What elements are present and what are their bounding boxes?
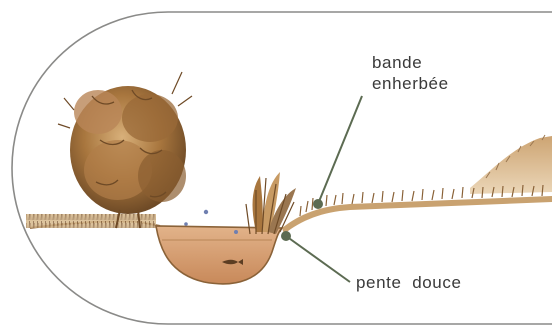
flower-dot	[234, 230, 238, 234]
distant-hill	[470, 136, 552, 194]
gentle-slope-label-text: pente douce	[356, 272, 462, 293]
leader-line-grass-strip	[318, 96, 362, 204]
flower-dot	[204, 210, 208, 214]
grass-strip-label-line1: bande	[372, 52, 449, 73]
bush-shrub-icon	[58, 72, 192, 228]
grass-strip-label: bande enherbée	[372, 52, 449, 94]
pond-basin	[156, 226, 282, 284]
grass-strip-ground	[282, 196, 552, 234]
leader-dot-gentle-slope	[281, 231, 291, 241]
leader-dot-grass-strip	[313, 199, 323, 209]
flower-dot	[184, 222, 188, 226]
grass-strip-label-line2: enherbée	[372, 73, 449, 94]
gentle-slope-label: pente douce	[356, 272, 462, 293]
leader-line-gentle-slope	[286, 236, 350, 282]
grass-left	[26, 214, 156, 228]
